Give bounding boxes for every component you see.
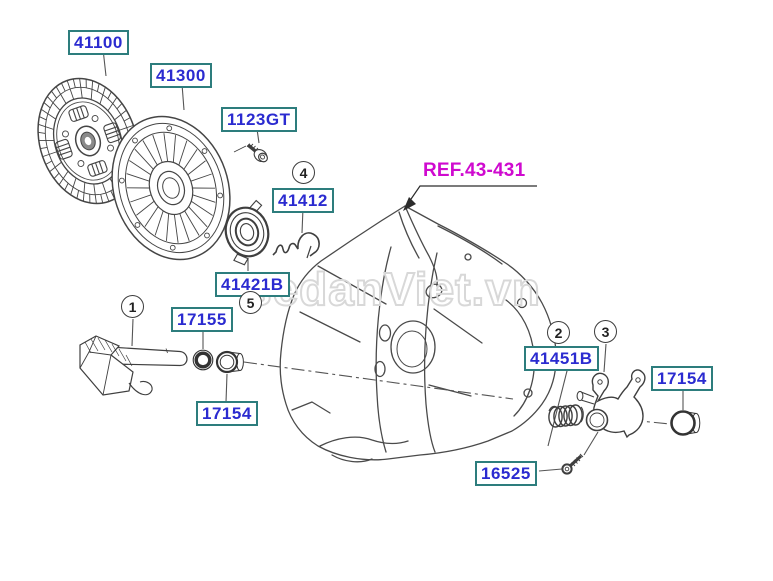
bushing-17154-right-drawing (670, 410, 701, 436)
callout-5: 5 (239, 291, 262, 314)
bolt-16525-drawing (561, 453, 584, 475)
callout-4: 4 (292, 161, 315, 184)
release-fork-drawing (576, 369, 646, 439)
ref-43-431-link[interactable]: REF.43-431 (423, 160, 526, 181)
bolt-1123gt-drawing (233, 143, 268, 163)
callout-3: 3 (594, 320, 617, 343)
oring-17155-drawing (192, 349, 214, 371)
callout-2: 2 (547, 321, 570, 344)
bushing-17154-left-drawing (215, 350, 244, 374)
part-label-41300[interactable]: 41300 (150, 63, 212, 88)
transmission-housing-drawing (279, 205, 557, 463)
release-bearing-drawing (224, 199, 270, 266)
wire-clip-drawing (272, 232, 320, 259)
clutch-cover-drawing (111, 115, 231, 261)
part-label-41451b[interactable]: 41451B (524, 346, 599, 371)
part-label-1123gt[interactable]: 1123GT (221, 107, 297, 132)
part-label-16525[interactable]: 16525 (475, 461, 537, 486)
release-fork-arm-drawing (79, 335, 188, 396)
spring-41451b-drawing (548, 404, 584, 428)
part-label-17154-right[interactable]: 17154 (651, 366, 713, 391)
part-label-17155[interactable]: 17155 (171, 307, 233, 332)
ref-arrow (403, 185, 537, 211)
callout-1: 1 (121, 295, 144, 318)
part-label-41100[interactable]: 41100 (68, 30, 129, 55)
part-label-41412[interactable]: 41412 (272, 188, 334, 213)
part-label-17154-left[interactable]: 17154 (196, 401, 258, 426)
